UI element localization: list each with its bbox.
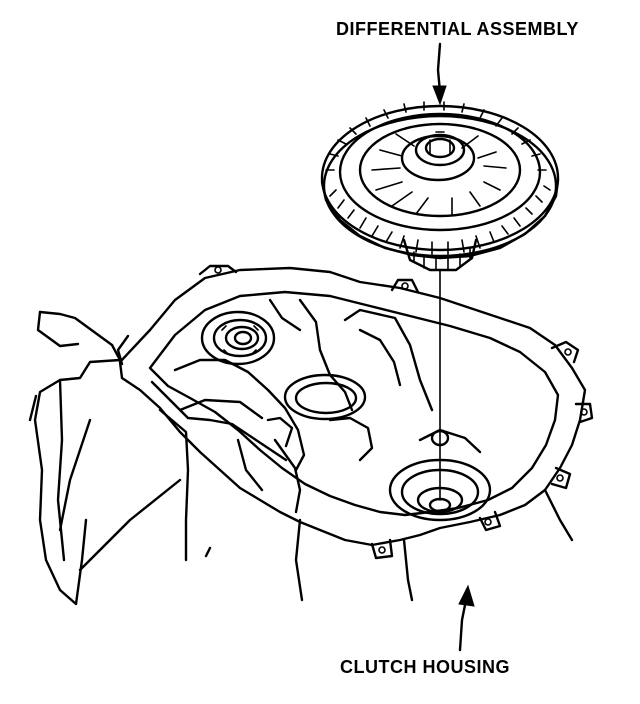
- clutch-housing-drawing: [28, 264, 594, 606]
- leader-arrow: [458, 584, 475, 652]
- differential-assembly-label: DIFFERENTIAL ASSEMBLY: [336, 19, 579, 39]
- leader-arrow: [432, 42, 447, 106]
- clutch-housing-label: CLUTCH HOUSING: [340, 657, 510, 677]
- differential-assembly-drawing: [320, 101, 560, 272]
